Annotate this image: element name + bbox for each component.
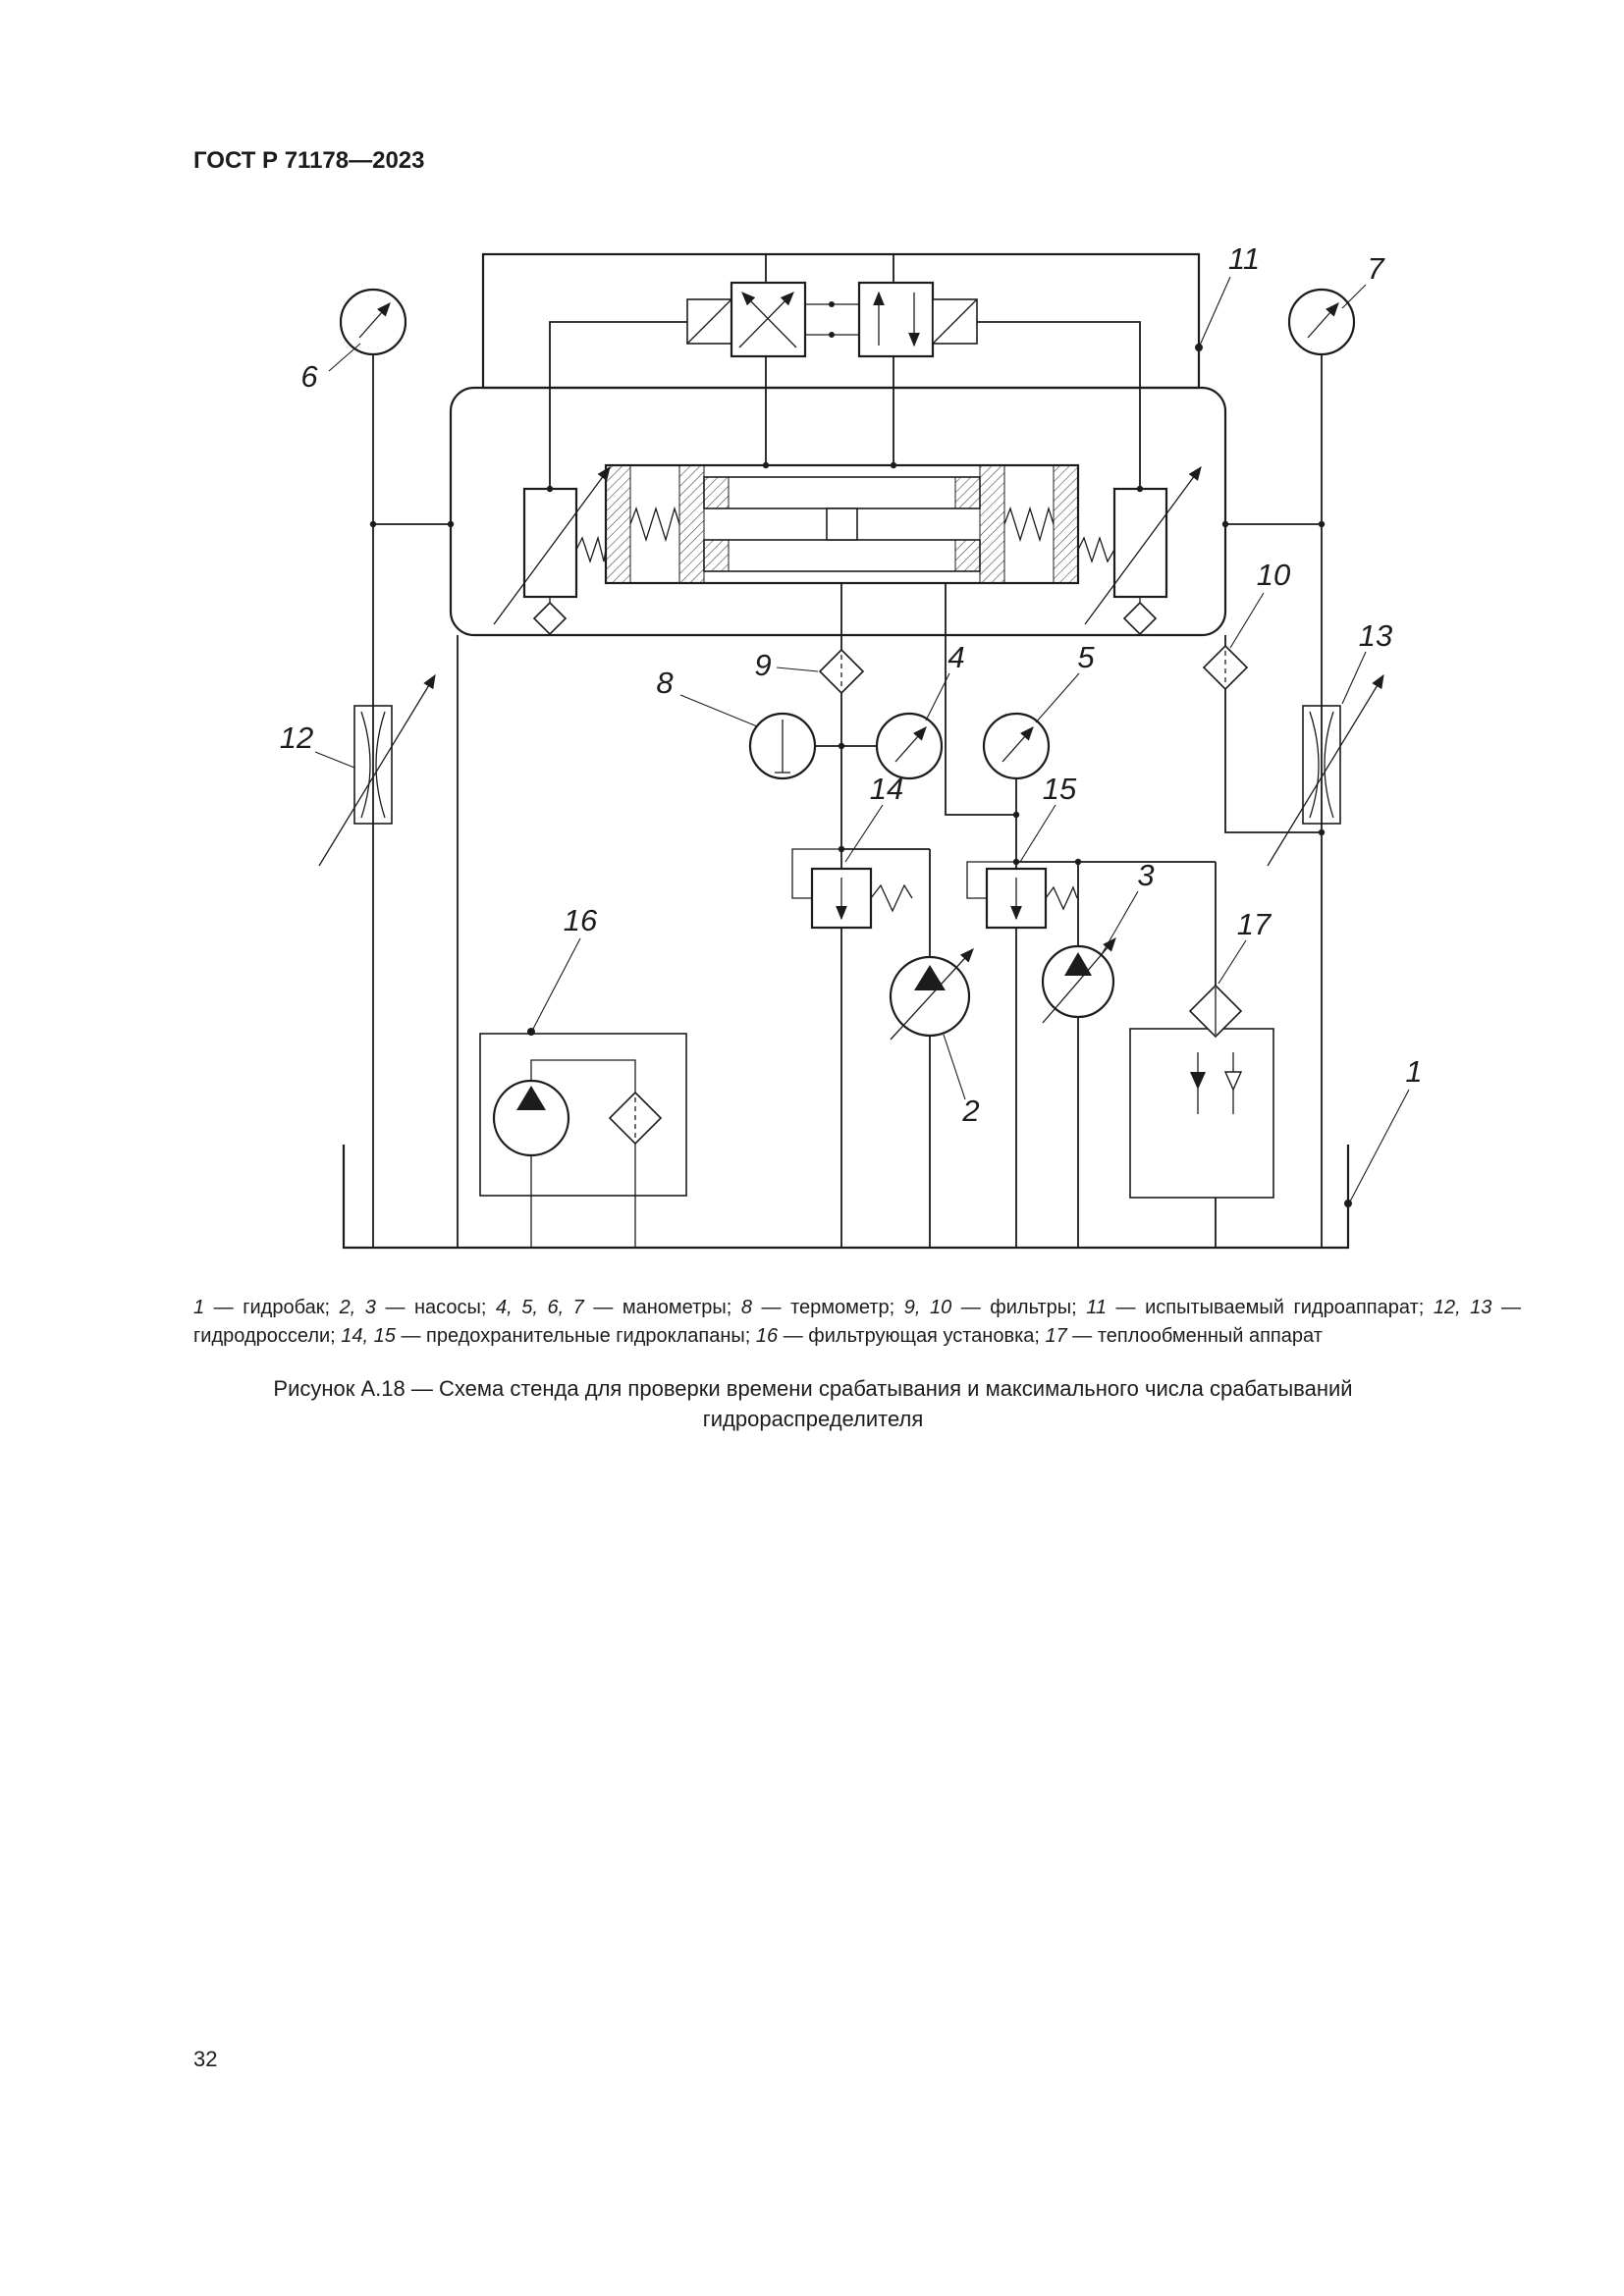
callout-1: 1 [1405,1054,1422,1089]
test-valve-11 [481,252,1201,390]
thermometer-8 [748,712,817,780]
callout-4: 4 [947,640,964,674]
filter-10 [1202,644,1249,691]
legend-segment: — теплообменный аппарат [1066,1325,1323,1347]
legend-segment: — предохранительные гидроклапаны; [395,1325,756,1347]
callout-17: 17 [1237,907,1272,941]
legend-segment: 2, 3 [339,1297,376,1318]
page-number: 32 [193,2047,218,2071]
manometer-7 [1287,288,1356,356]
legend-segment: — гидробак; [204,1297,340,1318]
pilot-valve-right [1077,465,1202,636]
filter-9 [818,648,865,695]
legend-segment: — фильтрующая установка; [778,1325,1046,1347]
legend-segment: 16 [755,1325,779,1347]
relief-valve-14 [791,848,913,930]
pipes [372,254,1323,1248]
legend-segment: 14, 15 [341,1325,396,1347]
figure-legend: 1 — гидробак; 2, 3 — насосы; 4, 5, 6, 7 … [193,1294,1521,1351]
pilot-valve-left [493,465,611,636]
legend-segment: 9, 10 [903,1297,952,1318]
pump-3 [1041,937,1116,1024]
callout-5: 5 [1077,640,1095,674]
legend-segment: 1 [193,1297,205,1318]
distributor-body [449,386,1227,637]
legend-segment: 4, 5, 6, 7 [496,1297,584,1318]
callout-14: 14 [870,772,903,806]
callout-7: 7 [1367,251,1385,286]
throttle-12 [318,673,436,867]
legend-segment: — фильтры; [951,1297,1087,1318]
callout-6: 6 [300,359,318,394]
callout-3: 3 [1137,858,1154,892]
callout-15: 15 [1043,772,1077,806]
legend-segment: 17 [1045,1325,1067,1347]
pump-2 [889,948,974,1041]
manometer-6 [339,288,407,356]
callout-9: 9 [754,648,771,682]
document-header: ГОСТ Р 71178—2023 [193,147,425,174]
manometer-5 [982,712,1051,780]
legend-segment: — термометр; [752,1297,904,1318]
legend-segment: 12, 13 [1433,1297,1492,1318]
legend-segment: — гидродроссели; [193,1297,1521,1347]
tank-1 [342,1145,1350,1250]
legend-segment: 8 [740,1297,753,1318]
legend-segment: — насосы; [375,1297,496,1318]
callout-11: 11 [1228,241,1260,276]
callout-12: 12 [280,721,313,755]
legend-segment: 11 [1086,1297,1107,1318]
throttle-13 [1267,673,1384,867]
figure-caption-line1: Рисунок А.18 — Схема стенда для проверки… [273,1376,1353,1401]
figure-diagram: 6 7 11 10 13 12 9 8 4 5 14 15 [280,241,1423,1250]
relief-valve-15 [966,861,1078,930]
callout-2: 2 [961,1094,979,1128]
junction-dots [369,301,1326,866]
callout-10: 10 [1257,558,1290,592]
manometer-4 [875,712,944,780]
figure-caption-line2: гидрораспределителя [702,1406,924,1431]
filter-unit-16 [479,1033,687,1248]
callout-8: 8 [656,666,674,700]
callout-16: 16 [564,903,598,937]
callout-13: 13 [1359,618,1392,653]
figure-caption: Рисунок А.18 — Схема стенда для проверки… [193,1374,1433,1435]
legend-segment: — манометры; [583,1297,741,1318]
legend-segment: — испытываемый гидроаппарат; [1106,1297,1434,1318]
callouts: 6 7 11 10 13 12 9 8 4 5 14 15 [280,241,1423,1207]
heat-exchanger-17 [1129,984,1274,1199]
